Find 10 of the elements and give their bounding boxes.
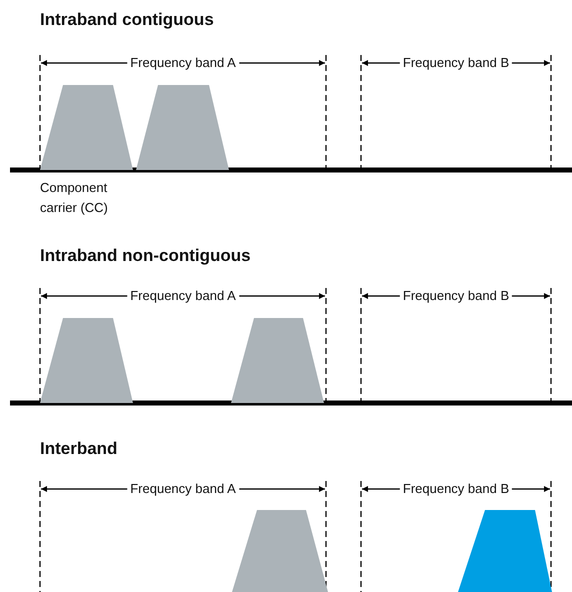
- band-label: Frequency band A: [127, 55, 239, 71]
- band-label: Frequency band B: [400, 55, 512, 71]
- band-label: Frequency band A: [127, 481, 239, 497]
- section-heading: Interband: [40, 441, 118, 457]
- band-label: Frequency band B: [400, 481, 512, 497]
- band-label: Frequency band A: [127, 288, 239, 304]
- carrier-label: Component carrier (CC): [40, 179, 109, 217]
- band-label: Frequency band B: [400, 288, 512, 304]
- section-heading: Intraband non-contiguous: [40, 248, 251, 264]
- section-heading: Intraband contiguous: [40, 12, 214, 28]
